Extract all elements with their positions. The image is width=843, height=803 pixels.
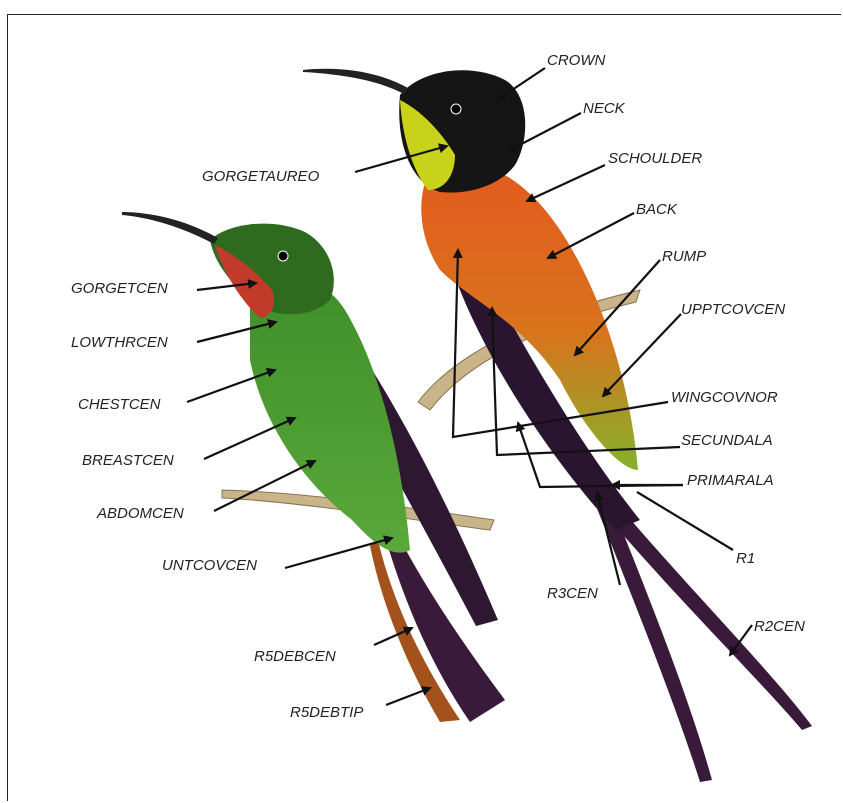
label-chestcen: CHESTCEN [78, 396, 161, 413]
label-wingcovnor: WINGCOVNOR [671, 389, 778, 406]
label-gorgetcen: GORGETCEN [71, 280, 168, 297]
label-r2cen: R2CEN [754, 618, 805, 635]
right-tail-streamer-a [596, 500, 712, 782]
arrow-r1 [637, 492, 733, 550]
arrow-schoulder [527, 165, 605, 201]
label-secundala: SECUNDALA [681, 432, 773, 449]
label-r5debtip: R5DEBTIP [290, 704, 363, 721]
label-lowthrcen: LOWTHRCEN [71, 334, 168, 351]
label-schoulder: SCHOULDER [608, 150, 702, 167]
label-abdomcen: ABDOMCEN [96, 505, 184, 522]
label-rump: RUMP [662, 248, 706, 265]
label-neck: NECK [583, 100, 626, 117]
right-bill [303, 69, 408, 94]
label-crown: CROWN [547, 52, 605, 69]
label-r3cen: R3CEN [547, 585, 598, 602]
right-eye [451, 104, 461, 114]
left-eye [278, 251, 288, 261]
left-hummingbird [122, 212, 505, 722]
label-upptcovcen: UPPTCOVCEN [681, 301, 785, 318]
label-untcovcen: UNTCOVCEN [162, 557, 257, 574]
left-body [250, 279, 410, 553]
label-r5debcen: R5DEBCEN [254, 648, 336, 665]
label-breastcen: BREASTCEN [82, 452, 174, 469]
label-primarala: PRIMARALA [687, 472, 774, 489]
arrow-r5debtip [386, 688, 430, 705]
label-gorgetaureo: GORGETAUREO [202, 168, 320, 185]
label-back: BACK [636, 201, 678, 218]
left-bill [122, 212, 218, 244]
label-r1: R1 [736, 550, 755, 567]
